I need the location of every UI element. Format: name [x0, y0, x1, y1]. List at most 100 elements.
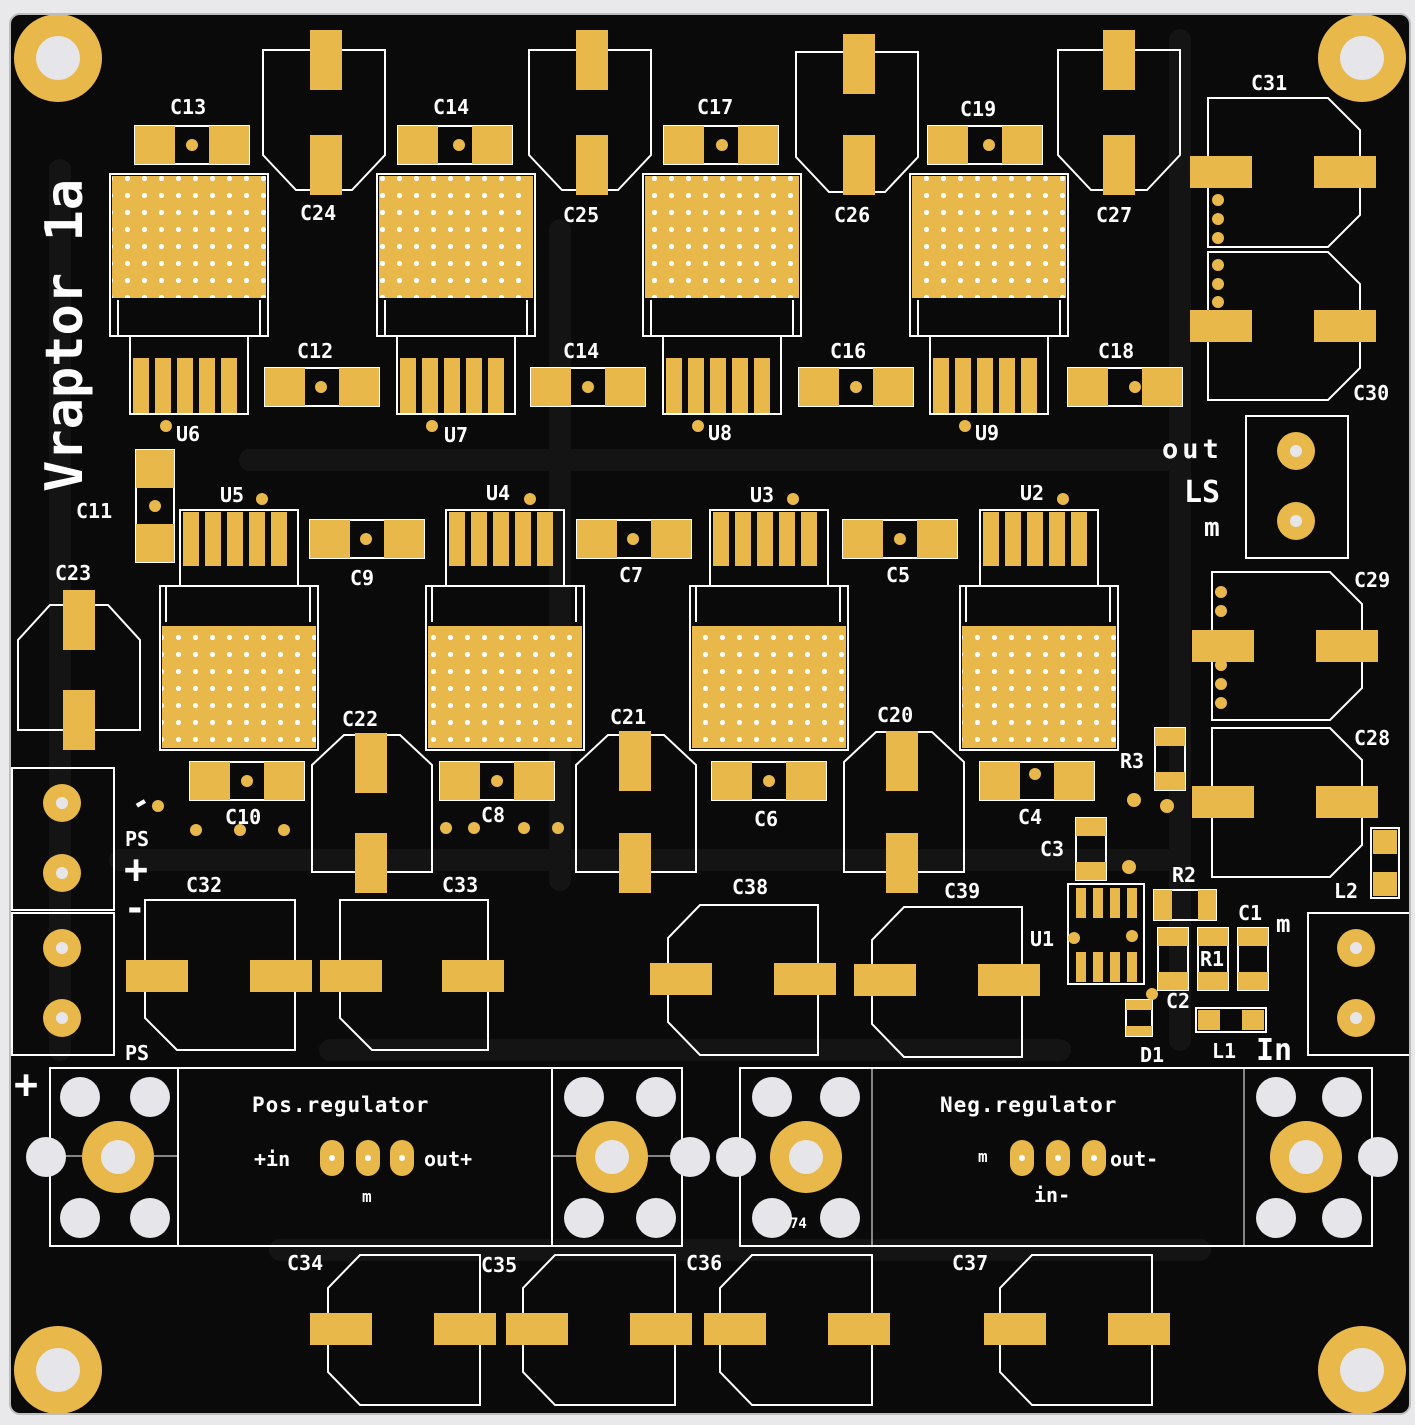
resistor-r1b	[1197, 927, 1229, 991]
ecap-c27	[1057, 30, 1181, 195]
cap-c9	[309, 519, 425, 559]
pos-regulator-m: m	[362, 1187, 372, 1206]
ecap-c37	[984, 1254, 1170, 1406]
connector-ps2	[11, 912, 115, 1056]
in-label: In	[1256, 1033, 1292, 1068]
ecap-c26	[795, 34, 919, 195]
ecap-c33	[320, 899, 504, 1051]
ecap-c31	[1190, 97, 1376, 248]
cap-c12	[264, 367, 380, 407]
label-c2: C2	[1166, 989, 1190, 1013]
via-c2	[1146, 988, 1158, 1000]
label-c27: C27	[1096, 203, 1132, 227]
connector-ps1	[11, 767, 115, 911]
ic-u6	[109, 173, 269, 415]
ps1-label: PS	[125, 827, 149, 851]
ecap-c24	[262, 30, 386, 195]
label-l2: L2	[1334, 879, 1358, 903]
label-c24: C24	[300, 201, 336, 225]
label-c39: C39	[944, 879, 980, 903]
ecap-c21	[575, 731, 697, 893]
label-c6: C6	[754, 807, 778, 831]
ecap-c28	[1192, 727, 1378, 878]
cap-c17	[663, 125, 779, 165]
cap-c18	[1067, 367, 1183, 407]
cap-c14a	[397, 125, 513, 165]
board-title: Vraptor 1a	[35, 179, 95, 492]
pos-regulator	[26, 1067, 710, 1247]
pos-regulator-title: Pos.regulator	[252, 1093, 429, 1117]
label-c37: C37	[952, 1251, 988, 1275]
label-d1: D1	[1140, 1043, 1164, 1067]
via-c3	[1122, 860, 1136, 874]
neg-regulator-title: Neg.regulator	[940, 1093, 1117, 1117]
label-c20: C20	[877, 703, 913, 727]
label-c25: C25	[563, 203, 599, 227]
label-c21: C21	[610, 705, 646, 729]
in-m-label: m	[1276, 910, 1290, 938]
resistor-r2	[1153, 889, 1217, 921]
label-u9: U9	[975, 421, 999, 445]
label-l1: L1	[1212, 1039, 1236, 1063]
label-c36: C36	[686, 1251, 722, 1275]
label-c14b: C14	[563, 339, 599, 363]
ecap-c23	[17, 590, 141, 750]
label-c31: C31	[1251, 71, 1287, 95]
cap-c19	[927, 125, 1043, 165]
cap-c16	[798, 367, 914, 407]
label-c32: C32	[186, 873, 222, 897]
ecap-c22	[311, 733, 433, 893]
neg-regulator	[716, 1067, 1398, 1247]
ic-u9	[909, 173, 1069, 415]
label-c1: C1	[1238, 901, 1262, 925]
label-u6: U6	[176, 422, 200, 446]
ps1-plus-label: +	[124, 847, 148, 893]
label-c30: C30	[1353, 381, 1389, 405]
label-u2: U2	[1020, 481, 1044, 505]
ls-ls-label: LS	[1184, 475, 1220, 510]
via-column-c29	[1215, 586, 1227, 709]
label-c12: C12	[297, 339, 333, 363]
ls-m-label: m	[1204, 513, 1220, 543]
cap-c1	[1237, 927, 1269, 991]
neg-regulator-m: m	[978, 1147, 988, 1166]
label-c18: C18	[1098, 339, 1134, 363]
label-c5: C5	[886, 563, 910, 587]
label-u4: U4	[486, 481, 510, 505]
ic-u3	[689, 509, 849, 751]
cap-c7	[576, 519, 692, 559]
label-c34: C34	[287, 1251, 323, 1275]
label-c22: C22	[342, 707, 378, 731]
ic-u8	[642, 173, 802, 415]
inductor-l1	[1195, 1007, 1267, 1033]
label-c16: C16	[830, 339, 866, 363]
cap-c8	[439, 761, 555, 801]
label-c13: C13	[170, 95, 206, 119]
ls-out-label: out	[1162, 434, 1223, 465]
label-c28: C28	[1354, 726, 1390, 750]
label-c10: C10	[225, 805, 261, 829]
ecap-c25	[528, 30, 652, 195]
ecap-c36	[704, 1254, 890, 1406]
plus-sign: +	[14, 1062, 38, 1108]
label-u3: U3	[750, 483, 774, 507]
label-r1: R1	[1200, 947, 1224, 971]
label-u1: U1	[1030, 927, 1054, 951]
label-c38: C38	[732, 875, 768, 899]
label-c7: C7	[619, 563, 643, 587]
neg-regulator-tag: 74	[790, 1216, 807, 1232]
ecap-c39	[854, 906, 1040, 1058]
neg-regulator-in: in-	[1034, 1183, 1070, 1207]
ic-u2	[959, 509, 1119, 751]
label-c4: C4	[1018, 805, 1042, 829]
via-column-c31	[1212, 194, 1224, 308]
via-row-bottom-mid	[152, 800, 564, 836]
label-c26: C26	[834, 203, 870, 227]
cap-c4	[979, 761, 1095, 801]
label-c3: C3	[1040, 837, 1064, 861]
label-c19: C19	[960, 97, 996, 121]
ecap-c29	[1192, 571, 1378, 721]
pos-regulator-out: out+	[424, 1147, 472, 1171]
ic-u7	[376, 173, 536, 415]
